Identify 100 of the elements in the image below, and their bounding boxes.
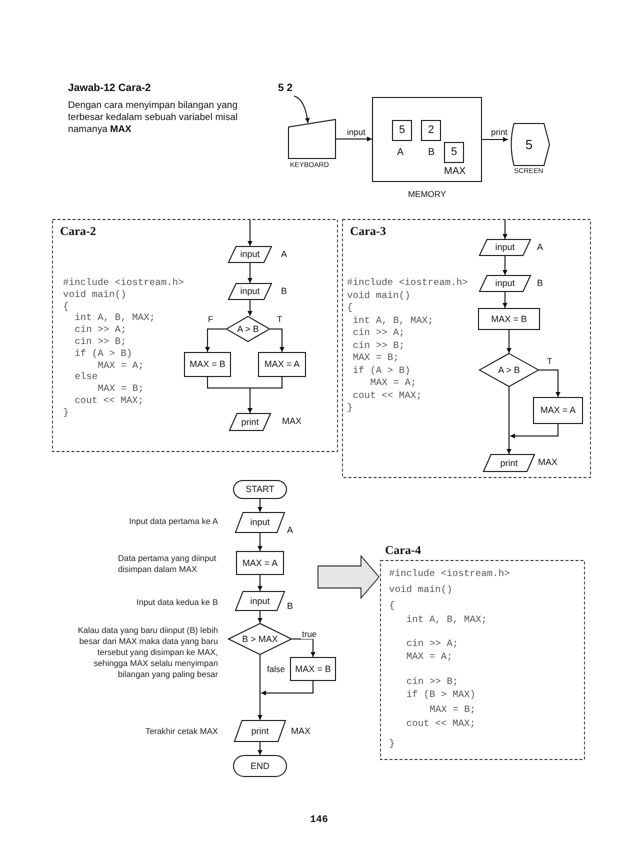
variable-label: B — [428, 147, 435, 158]
variable-label: MAX — [291, 726, 311, 736]
variable-label: A — [397, 147, 404, 158]
arrow — [502, 256, 508, 276]
node-text: A > B — [497, 364, 521, 376]
code-line: int A, B, MAX; — [74, 312, 156, 324]
arrow — [258, 610, 262, 624]
arrow — [248, 262, 252, 284]
node-text: print — [240, 416, 260, 428]
annotation-text: Terakhir cetak MAX — [144, 726, 218, 737]
code-line: MAX = B; — [352, 352, 399, 363]
curved-arrow — [294, 96, 310, 124]
arrow — [482, 137, 508, 142]
node-text: MAX = A — [539, 405, 577, 416]
node-text: 5 — [450, 146, 458, 160]
code-line: MAX = A; — [406, 651, 452, 662]
arrow — [248, 300, 252, 316]
decision-diamond — [479, 353, 539, 387]
arrow — [258, 654, 262, 720]
node-text: input — [249, 517, 271, 528]
arrow — [258, 532, 262, 552]
node-text: 5 — [398, 124, 406, 138]
code-line: MAX = A; — [370, 377, 416, 388]
node-text: MAX = A — [241, 558, 279, 568]
code-line: MAX = A; — [98, 360, 144, 371]
arrow — [506, 386, 512, 454]
arrow — [538, 370, 560, 398]
io-parallelogram — [229, 413, 271, 431]
process-box — [533, 397, 583, 424]
arrow — [336, 136, 372, 142]
arrow — [205, 328, 226, 352]
node-text: input — [249, 596, 271, 606]
node-text: MAX = B — [490, 314, 528, 324]
node-text: MAX = A — [263, 359, 301, 370]
variable-label: A — [537, 242, 544, 252]
arrow — [258, 574, 262, 592]
variable-box — [421, 120, 441, 141]
node-text: END — [249, 760, 270, 772]
io-parallelogram — [228, 283, 272, 300]
arrow — [258, 498, 262, 512]
variable-label: MAX — [538, 457, 558, 467]
page-number: 146 — [310, 815, 328, 826]
decision-diamond — [226, 316, 270, 342]
arrow — [502, 292, 508, 308]
arrow — [248, 218, 252, 246]
memory-box — [372, 97, 482, 200]
code-line: cin >> A; — [74, 324, 126, 336]
code-line: void main() — [347, 290, 410, 300]
node-text: print — [499, 458, 519, 468]
terminal-shape — [233, 480, 287, 499]
node-text: MAX = B — [294, 664, 332, 674]
code-line: MAX = B; — [98, 383, 144, 394]
screen-shape — [508, 123, 550, 166]
annotation-text: Input data pertama ke A — [128, 516, 218, 527]
code-line: cin >> B; — [74, 336, 126, 347]
code-line: cin >> B; — [352, 340, 405, 350]
panel-title: Cara-2 — [60, 224, 96, 239]
code-line: if (B > MAX) — [406, 689, 476, 700]
dashed-panel — [380, 543, 585, 760]
code-line: } — [63, 406, 69, 418]
variable-label: B — [287, 601, 294, 611]
process-box — [258, 352, 306, 377]
arrow — [248, 376, 282, 414]
variable-box — [444, 142, 464, 163]
edge-label: T — [546, 356, 554, 366]
node-text: MAX = B — [188, 359, 226, 370]
keyboard-shape — [288, 119, 336, 159]
code-line: } — [389, 738, 395, 749]
node-text: B > MAX — [241, 634, 279, 644]
arrow — [260, 680, 314, 696]
arrow — [506, 330, 512, 354]
code-line: else — [74, 371, 98, 382]
annotation-text: Kalau data yang baru diinput (B) lebih besar dari MAX maka data yang baru tersebut yang disimpan ke MAX, sehingga MAX selalu menyimpan bilangan yang paling besar — [76, 625, 218, 680]
code-line: { — [389, 600, 395, 611]
description-text: Dengan cara menyimpan bilangan yang terbesar kedalam sebuah variabel misal namanya MAX — [68, 100, 239, 136]
annotation-text: Input data kedua ke B — [136, 597, 218, 608]
code-line: } — [347, 402, 353, 413]
node-text: 2 — [426, 124, 436, 138]
memory-label: MEMORY — [406, 189, 448, 199]
decision-diamond — [228, 623, 292, 655]
block-arrow — [318, 554, 380, 600]
process-box — [478, 308, 540, 330]
variable-label: B — [281, 286, 288, 296]
code-line: { — [347, 302, 353, 313]
terminal-shape — [233, 755, 287, 777]
edge-label: true — [301, 629, 318, 639]
code-line: cin >> A; — [352, 327, 405, 338]
annotation-text: Data pertama yang diinput disimpan dalam MAX — [118, 553, 218, 575]
io-parallelogram — [479, 275, 531, 292]
io-parallelogram — [235, 591, 285, 611]
arrow — [270, 328, 284, 352]
variable-box — [392, 120, 412, 141]
code-line: cin >> A; — [406, 638, 458, 649]
dashed-panel — [342, 219, 591, 478]
variable-label: A — [281, 249, 288, 259]
process-box — [290, 657, 336, 681]
node-text: print — [250, 726, 270, 736]
node-text: START — [244, 484, 276, 495]
panel-title: Cara-3 — [350, 224, 386, 239]
panel-title: Cara-4 — [385, 543, 421, 558]
